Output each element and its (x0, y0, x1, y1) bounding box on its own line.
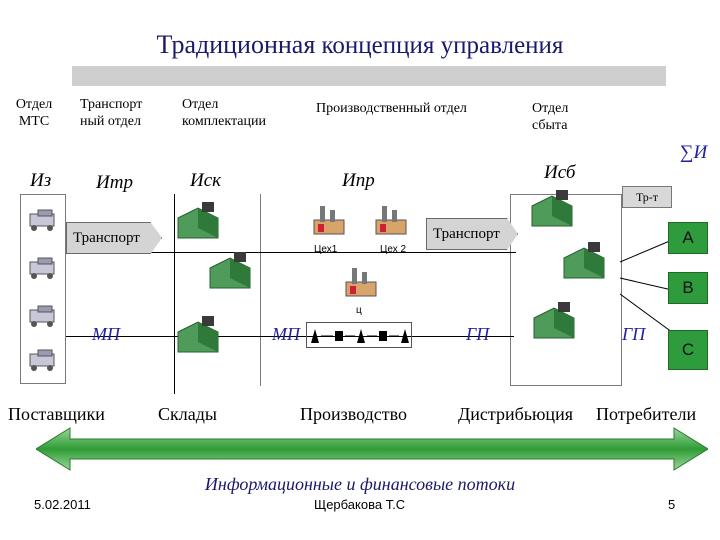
factory-icon (375, 206, 407, 235)
footer-date: 5.02.2011 (34, 497, 91, 512)
cost-iz: Из (30, 170, 52, 191)
production-line (306, 322, 412, 348)
transport-arrow-right: Транспорт (426, 218, 518, 250)
gp-left-label: ГП (466, 324, 490, 344)
dept-sales: Отдел сбыта (532, 101, 569, 133)
flow-line-top (66, 252, 516, 253)
production-line-icon (311, 329, 409, 343)
dept-production: Производственный отдел (316, 101, 467, 116)
label-suppliers: Поставщики (8, 404, 105, 424)
transport-tag: Тр-т (622, 186, 672, 208)
slide-title: Традиционная концепция управления (156, 30, 564, 59)
label-distribution: Дистрибьюция (458, 404, 573, 424)
warehouse-icon (209, 252, 251, 289)
supplier-icon (29, 305, 55, 327)
cost-isk: Иск (190, 170, 222, 191)
dept-transport: Транспорт ный отдел (80, 97, 143, 129)
flow-line-bottom (66, 336, 514, 337)
warehouse-icon (177, 316, 219, 353)
shop1-label: Цех1 (314, 244, 338, 255)
divider-2 (260, 194, 261, 386)
dept-mts: Отдел МТС (15, 97, 53, 129)
gp-right-label: ГП (622, 324, 646, 344)
warehouse-icon (177, 202, 219, 239)
flow-double-arrow (36, 427, 708, 471)
distribution-icons (531, 190, 605, 339)
shop-c-label: ц (356, 305, 362, 316)
shop2-label: Цех 2 (380, 244, 407, 255)
label-consumers: Потребители (596, 404, 697, 424)
mp-left-label: МП (92, 324, 120, 344)
title-underline-bar (72, 66, 666, 86)
cost-isb: Исб (544, 162, 576, 183)
consumer-c: С (668, 330, 708, 370)
warehouse-icon (531, 190, 573, 227)
flows-caption: Информационные и финансовые потоки (204, 474, 516, 494)
divider-1 (174, 194, 175, 394)
transport-arrow-left: Транспорт (66, 222, 162, 254)
supplier-icon (29, 209, 55, 231)
mp-mid-label: МП (272, 324, 300, 344)
warehouse-icon (563, 242, 605, 279)
footer-author: Щербакова Т.С (314, 497, 406, 512)
supplier-icons (29, 209, 55, 371)
cost-sum: ∑И (680, 142, 708, 163)
label-warehouses: Склады (158, 404, 217, 424)
supplier-icon (29, 257, 55, 279)
cost-ipr: Ипр (342, 170, 375, 191)
suppliers-frame (20, 194, 66, 384)
consumer-b: В (668, 272, 708, 304)
footer-page: 5 (668, 497, 676, 512)
warehouse-icons (177, 202, 251, 353)
shop-icons (313, 206, 407, 297)
label-production: Производство (300, 404, 407, 424)
factory-icon (345, 268, 377, 297)
supplier-icon (29, 349, 55, 371)
cost-itr: Итр (96, 172, 133, 193)
warehouse-icon (533, 302, 575, 339)
factory-icon (313, 206, 345, 235)
consumer-a: А (668, 222, 708, 254)
dept-komplekt: Отдел комплектации (182, 97, 266, 129)
